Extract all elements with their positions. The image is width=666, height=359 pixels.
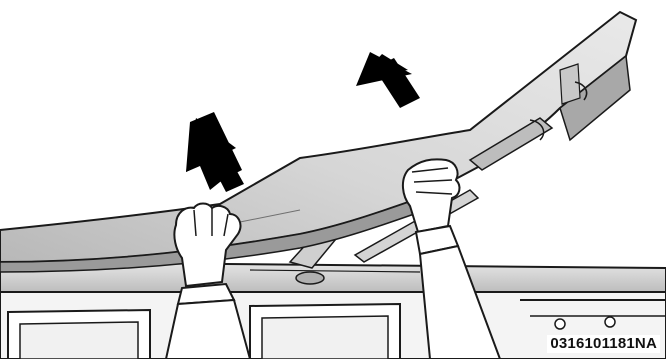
figure-code: 0316101181NA xyxy=(547,335,660,353)
up-arrow-icon xyxy=(356,52,420,108)
up-arrow-icon xyxy=(186,112,244,192)
roof-panel xyxy=(0,12,636,272)
